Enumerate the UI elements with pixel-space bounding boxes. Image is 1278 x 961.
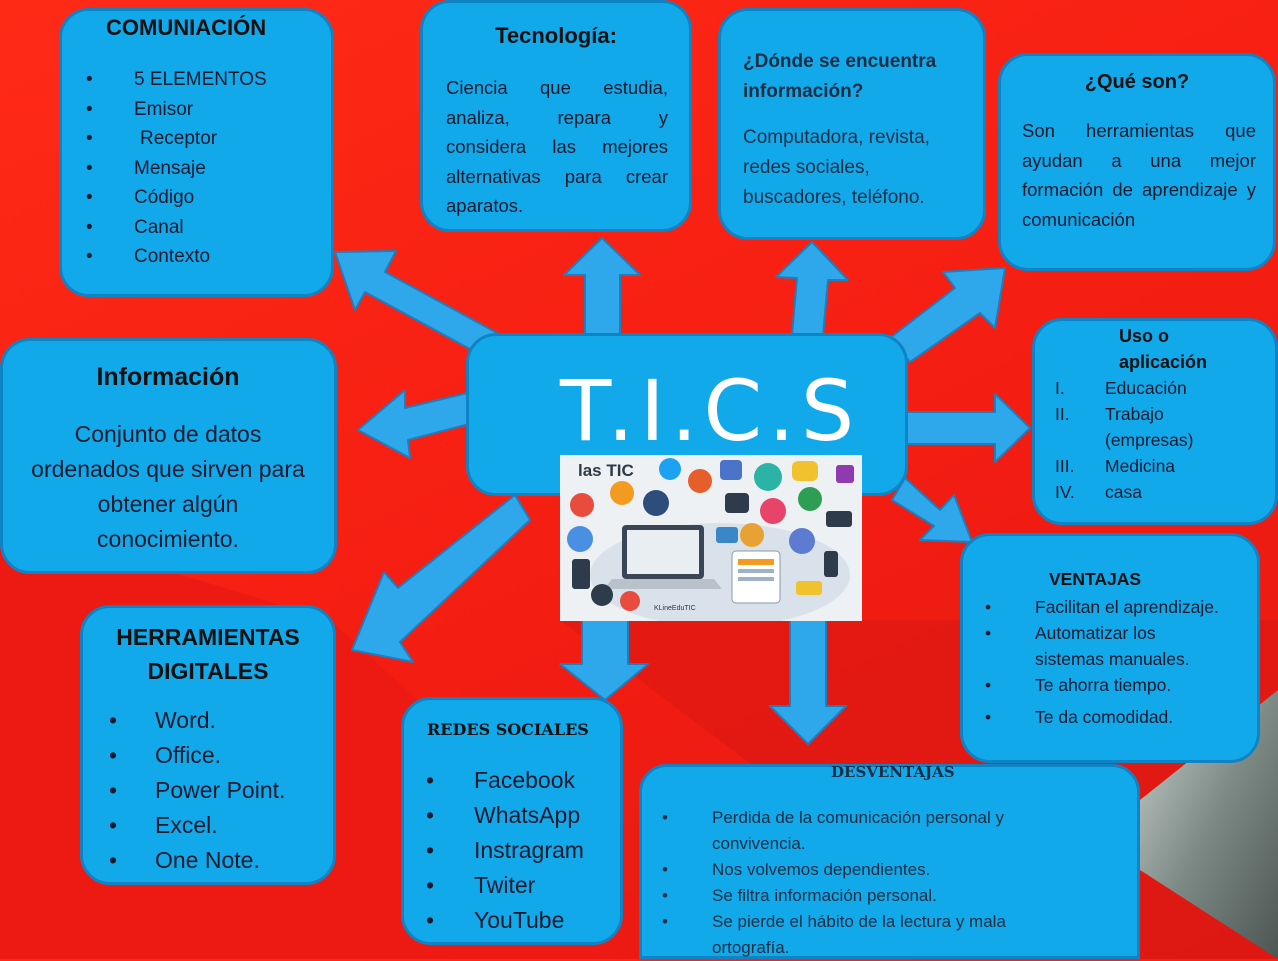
list-item: II.Trabajo (empresas) xyxy=(1055,404,1194,450)
list-item: I.Educación xyxy=(1055,378,1187,398)
list-item: •Nos volvemos dependientes. xyxy=(662,860,931,879)
list-item: •Te ahorra tiempo. xyxy=(985,675,1172,695)
list-item: •Canal xyxy=(86,216,184,238)
list-item: •Automatizar los sistemas manuales. xyxy=(985,623,1190,669)
list-item: •Perdida de la comunicación personal y c… xyxy=(662,808,1005,853)
desventajas-list: •Perdida de la comunicación personal y c… xyxy=(662,805,1122,961)
list-item: IV.casa xyxy=(1055,482,1142,502)
informacion-box: Información Conjunto de datos ordenados … xyxy=(0,338,337,574)
list-item: III.Medicina xyxy=(1055,456,1176,476)
list-item: •Código xyxy=(86,187,195,208)
tecnologia-title: Tecnología: xyxy=(495,23,617,48)
arrow-uso xyxy=(904,393,1031,463)
herramientas-title-line2: DIGITALES xyxy=(147,658,269,684)
list-item: •Facilitan el aprendizaje. xyxy=(985,597,1219,617)
comunicacion-box: COMUNIACIÓN •5 ELEMENTOS •Emisor •Recept… xyxy=(59,8,334,297)
arrow-herramientas xyxy=(351,494,531,663)
que-son-box: ¿Qué son? Son herramientas que ayudan a … xyxy=(998,53,1276,271)
que-son-text: Son herramientas que ayudan a una mejor … xyxy=(1022,120,1256,230)
herramientas-list: •Word. •Office. •Power Point. •Excel. •O… xyxy=(109,703,329,878)
list-item: •Twiter xyxy=(426,872,536,898)
ventajas-box: VENTAJAS •Facilitan el aprendizaje. •Aut… xyxy=(960,533,1260,763)
informacion-text: Conjunto de datos ordenados que sirven p… xyxy=(31,421,305,552)
list-item: •Se filtra información personal. xyxy=(662,886,937,905)
list-item: •Power Point. xyxy=(109,777,286,803)
list-item: •Mensaje xyxy=(86,157,206,179)
tic-illustration-logo: KLineEduTIC xyxy=(654,605,696,612)
redes-box: REDES SOCIALES •Facebook •WhatsApp •Inst… xyxy=(401,697,623,945)
desventajas-title: DESVENTAJAS xyxy=(831,763,955,781)
ventajas-title: VENTAJAS xyxy=(1049,569,1142,589)
uso-box: Uso o aplicación I.Educación II.Trabajo … xyxy=(1032,318,1278,525)
desventajas-box: DESVENTAJAS •Perdida de la comunicación … xyxy=(639,763,1140,961)
herramientas-title-line1: HERRAMIENTAS xyxy=(116,624,300,650)
center-title: T.I.C.S xyxy=(560,362,861,460)
comunicacion-title: COMUNIACIÓN xyxy=(106,15,267,40)
arrow-que-son xyxy=(889,267,1006,363)
list-item: •Se pierde el hábito de la lectura y mal… xyxy=(662,912,1006,957)
list-item: •WhatsApp xyxy=(426,802,581,828)
list-item: •One Note. xyxy=(109,847,260,873)
donde-title: ¿Dónde se encuentra información? xyxy=(743,51,937,102)
redes-list: •Facebook •WhatsApp •Instragram •Twiter … xyxy=(426,763,622,938)
arrow-donde xyxy=(775,241,849,336)
que-son-title: ¿Qué son? xyxy=(1084,71,1190,93)
list-item: •Contexto xyxy=(86,246,211,267)
uso-title-line2: aplicación xyxy=(1119,352,1208,372)
list-item: •5 ELEMENTOS xyxy=(86,69,267,90)
tecnologia-box: Tecnología: Ciencia que estudia, analiza… xyxy=(420,0,692,232)
arrow-desventajas xyxy=(769,599,847,745)
redes-title: REDES SOCIALES xyxy=(427,720,589,739)
list-item: •Receptor xyxy=(86,128,218,149)
list-item: •Instragram xyxy=(426,837,584,863)
comunicacion-list: •5 ELEMENTOS •Emisor •Receptor •Mensaje … xyxy=(86,65,326,272)
uso-title-line1: Uso o xyxy=(1119,326,1170,346)
tic-icons-art xyxy=(567,458,854,621)
uso-list: I.Educación II.Trabajo (empresas) III.Me… xyxy=(1055,375,1275,505)
list-item: •Word. xyxy=(109,707,216,733)
tic-illustration-caption: las TIC xyxy=(578,461,634,480)
donde-box: ¿Dónde se encuentra información? Computa… xyxy=(718,8,986,240)
list-item: •Excel. xyxy=(109,812,218,838)
ventajas-list: •Facilitan el aprendizaje. •Automatizar … xyxy=(985,594,1255,730)
list-item: •Office. xyxy=(109,742,222,768)
tecnologia-text: Ciencia que estudia, analiza, repara y c… xyxy=(446,77,668,216)
list-item: •Emisor xyxy=(86,98,194,120)
arrow-tecnologia xyxy=(563,237,641,336)
informacion-title: Información xyxy=(96,363,240,391)
list-item: •YouTube xyxy=(426,907,565,933)
arrow-ventajas xyxy=(891,477,973,543)
donde-text: Computadora, revista, redes sociales, bu… xyxy=(743,127,930,208)
herramientas-box: HERRAMIENTAS DIGITALES •Word. •Office. •… xyxy=(80,605,336,885)
list-item: •Te da comodidad. xyxy=(985,707,1174,727)
list-item: •Facebook xyxy=(426,767,576,793)
tic-illustration: las TIC KLineEduTIC xyxy=(560,455,862,621)
